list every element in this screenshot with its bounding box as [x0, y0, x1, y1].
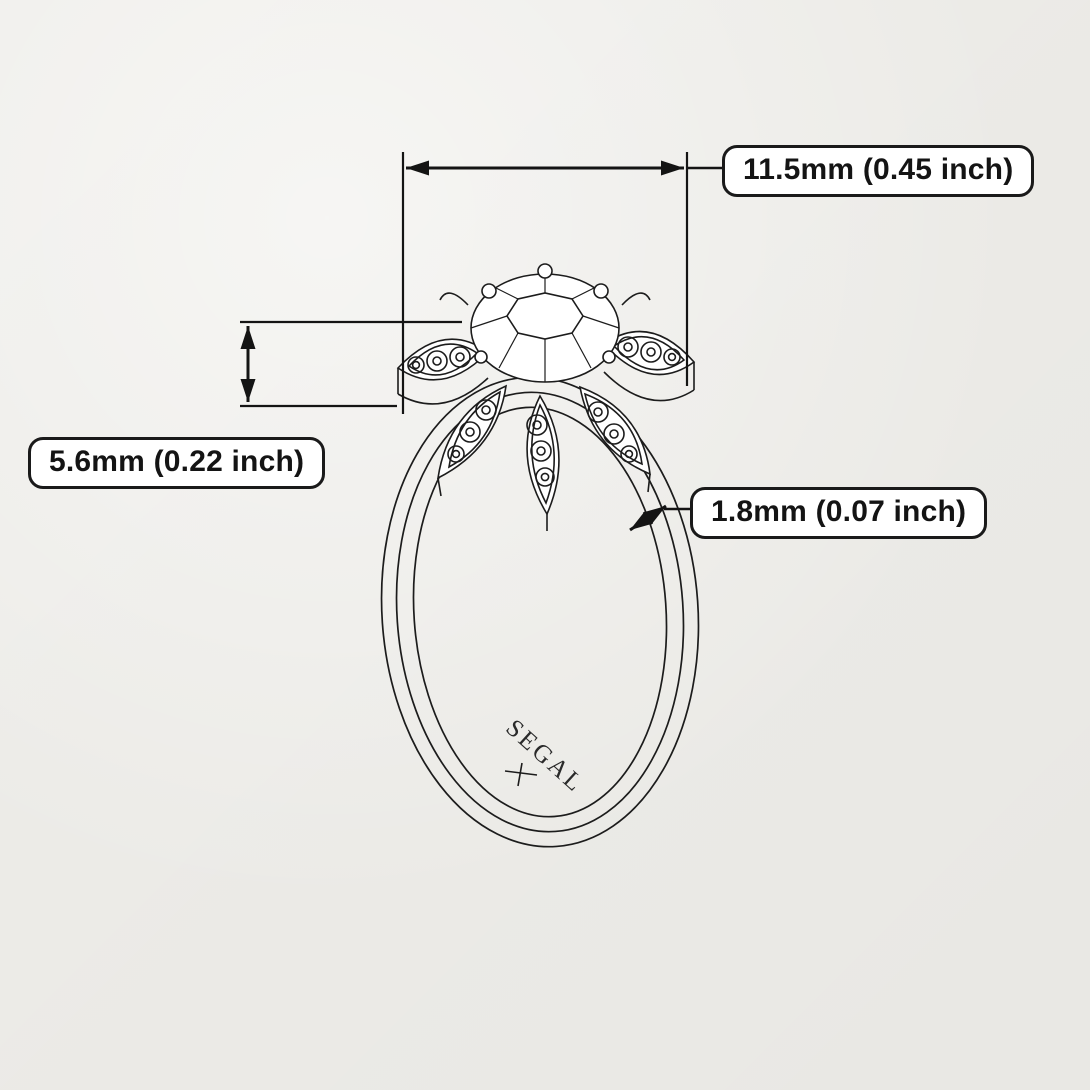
petal-right — [602, 330, 696, 402]
width-dimension — [401, 152, 724, 414]
petal-bottom — [526, 394, 560, 531]
flower-head — [396, 263, 696, 531]
petal-left — [396, 338, 490, 405]
band-dimension — [629, 504, 692, 532]
petal-lower-left — [436, 384, 508, 497]
engraving: SEGAL — [500, 714, 589, 798]
height-dimension — [240, 320, 462, 408]
band-dimension-label: 1.8mm (0.07 inch) — [690, 487, 988, 539]
upper-petal-tips — [439, 292, 651, 306]
height-dimension-label: 5.6mm (0.22 inch) — [28, 437, 326, 489]
center-stone — [470, 263, 620, 383]
petal-lower-right — [578, 385, 651, 493]
hallmark-mark — [504, 762, 538, 787]
engraving-text: SEGAL — [500, 714, 589, 798]
width-dimension-label: 11.5mm (0.45 inch) — [722, 145, 1035, 197]
prongs — [474, 263, 616, 364]
